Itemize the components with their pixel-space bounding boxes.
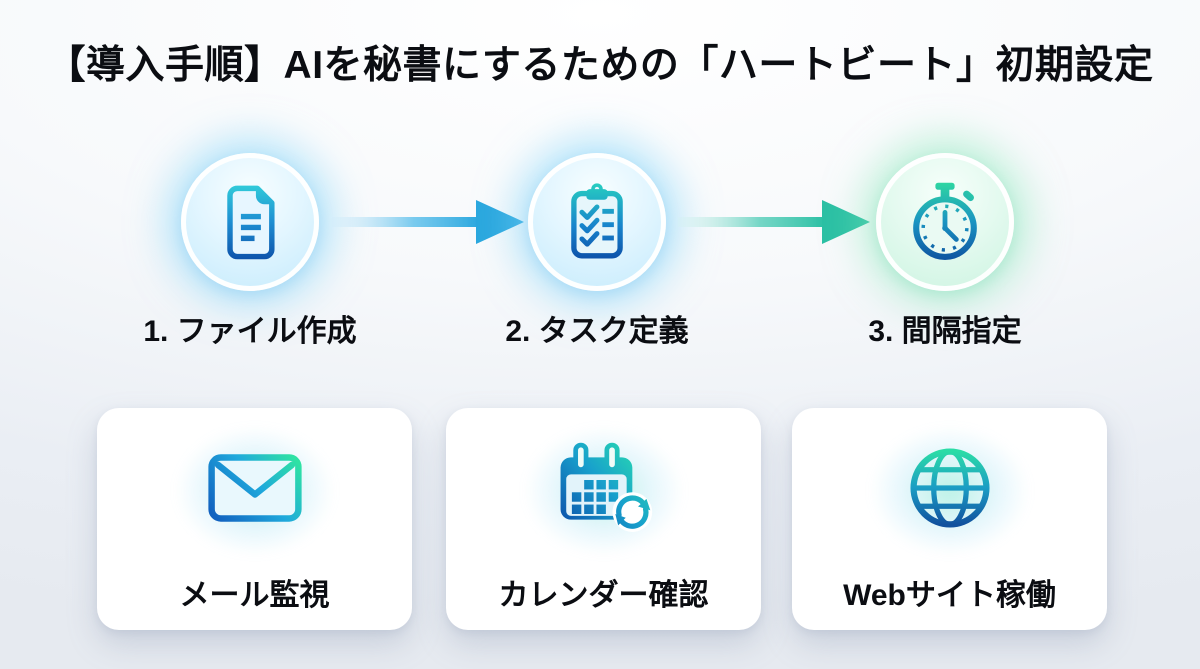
calendar-sync-icon [560, 442, 652, 532]
step-circle-interval-setting [876, 153, 1014, 291]
card-calendar-check: カレンダー確認 [446, 408, 761, 630]
step-label-task-definition: 2. タスク定義 [505, 315, 689, 348]
stopwatch-icon [913, 182, 977, 260]
globe-icon [909, 448, 990, 528]
envelope-icon [207, 454, 302, 522]
card-icon-area [97, 408, 412, 568]
card-icon-area [446, 408, 761, 568]
calendar-grid [571, 479, 618, 514]
card-label-calendar-check: カレンダー確認 [498, 579, 709, 612]
card-label-website-uptime: Webサイト稼働 [843, 579, 1056, 612]
clipboard-icon [571, 183, 623, 259]
card-icon-area [792, 408, 1107, 568]
step-circle-file-creation [181, 153, 319, 291]
card-mail-monitoring: メール監視 [97, 408, 412, 630]
step-label-interval-setting: 3. 間隔指定 [868, 315, 1022, 348]
card-website-uptime: Webサイト稼働 [792, 408, 1107, 630]
arrow-right-icon [678, 200, 870, 244]
step-circle-task-definition [528, 153, 666, 291]
card-label-mail-monitoring: メール監視 [179, 579, 330, 612]
document-icon [227, 185, 275, 260]
arrow-right-icon [332, 200, 524, 244]
page-title: 【導入手順】AIを秘書にするための「ハートビート」初期設定 [46, 44, 1154, 87]
icon-glow [869, 426, 1030, 557]
step-label-file-creation: 1. ファイル作成 [143, 315, 357, 348]
